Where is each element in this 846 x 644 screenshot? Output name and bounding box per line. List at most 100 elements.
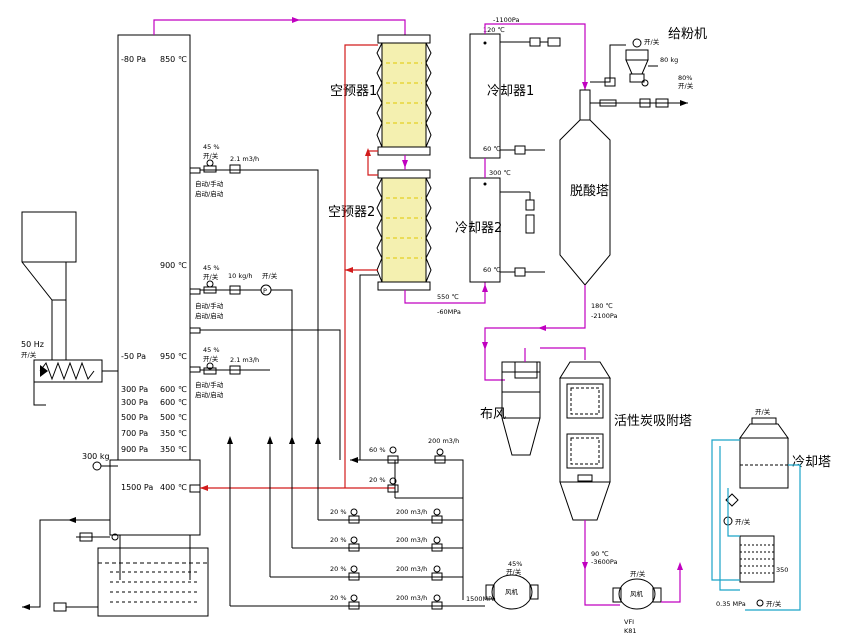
furnace-temp-6: 500 ℃ [160,413,187,422]
flow-meter-icon [433,536,441,544]
hopper-feeder: 50 Hz 开/关 [21,211,118,406]
furnace-weight: 300 kg [82,452,110,461]
inj3-mode: 开/关 [203,354,219,363]
carbon-label: 活性炭吸附塔 [614,414,692,429]
hopper-mode: 开/关 [21,350,37,359]
control-valve-icon[interactable] [350,594,358,602]
hopper-freq: 50 Hz [21,340,44,349]
air-preheater-2: 空预器2 [328,169,432,291]
carbon-out-pa: -3600Pa [591,558,618,566]
flow-meter-icon [433,508,441,516]
carbon-vfd2: K81 [624,627,637,635]
air-row: 20 % 200 m3/h [230,594,485,610]
arrow-down-icon [482,342,488,350]
cooling-top: 开/关 [755,407,771,416]
arrow-down-icon [582,562,588,570]
furnace-pressure-5: 500 Pa [121,413,148,422]
furnace-pressure-3: 300 Pa [121,385,148,394]
valve-icon[interactable] [756,599,764,607]
control-valve-icon[interactable] [350,508,358,516]
air-v1-pct: 60 % [369,446,386,454]
feeder-mode: 开/关 [644,37,660,46]
arrow-up-icon [482,284,488,292]
control-valve-icon[interactable] [350,565,358,573]
inj1-note1: 自动/手动 [195,179,224,188]
desulfur-out-pa: -2100Pa [591,312,618,320]
air-flow: 200 m3/h [428,437,459,445]
furnace-temp-8: 350 ℃ [160,445,187,454]
arrow-left-icon [538,325,546,331]
arrow-up-icon [267,436,273,444]
bag-filter: 布风 [480,347,586,456]
arrow-up-icon [289,436,295,444]
valve-icon[interactable] [514,145,526,155]
inj2-pct: 45 % [203,264,220,272]
carbon-vfd1: VFI [624,618,634,626]
inj1-mode: 开/关 [203,151,219,160]
cooling-pump: 开/关 [735,517,751,526]
control-valve-icon[interactable] [389,477,397,485]
flow-meter-icon [436,448,444,456]
svg-text:P: P [263,287,267,295]
arrow-right-icon [292,17,300,23]
air-row4-pct: 20 % [330,594,347,602]
control-valve-icon[interactable] [206,159,214,167]
feeder-kg: 80 kg [660,56,678,64]
furnace-temp-2: 900 ℃ [160,261,187,270]
air-row4-flow: 200 m3/h [396,594,427,602]
screw-icon [39,361,95,381]
carbon-fan: 开/关 [630,569,646,578]
inj3-pct: 45 % [203,346,220,354]
inj1-note2: 启动/启动 [195,189,224,198]
valve-icon[interactable] [529,37,541,47]
furnace-pressure-8: 1500 Pa [121,483,153,492]
control-valve-icon[interactable] [206,280,214,288]
inj1-pct: 45 % [203,143,220,151]
injection-line-1: 45 % 开/关 2.1 m3/h 自动/手动 启动/启动 [195,143,319,460]
inj2-note1: 自动/手动 [195,301,224,310]
desulfur-out-temp: 180 ℃ [591,302,613,310]
furnace-temp-3: 950 ℃ [160,352,187,361]
inj3-flow: 2.1 m3/h [230,356,259,364]
air-fan[interactable]: 风机 45% 开/关 1500MPa [466,560,539,610]
bag-filter-label: 布风 [480,407,506,422]
furnace-temp-9: 400 ℃ [160,483,187,492]
powder-feeder: 给粉机 开/关 80 kg 80% 开/关 [590,27,707,108]
furnace-pressure-4: 300 Pa [121,398,148,407]
valve-icon[interactable] [514,267,526,277]
control-valve-icon[interactable] [389,446,397,454]
valve-icon[interactable] [525,199,535,211]
air-row1-flow: 200 m3/h [396,508,427,516]
arrow-up-icon [315,436,321,444]
control-valve-icon[interactable] [206,362,214,370]
fan-pressure: 1500MPa [466,595,496,603]
inj3-note2: 启动/启动 [195,390,224,399]
furnace-temp-7: 350 ℃ [160,429,187,438]
inj1-flow: 2.1 m3/h [230,155,259,163]
arrow-left-icon [200,485,208,491]
air-distribution: 60 % 200 m3/h 20 % 20 % 200 m3/h 20 % [200,436,539,610]
svg-text:风机: 风机 [630,589,644,598]
motor-icon[interactable] [632,38,642,48]
air-row: 20 % 200 m3/h [292,536,463,552]
air-row: 20 % 200 m3/h [270,565,463,581]
cooling-tower: 开/关 冷却塔 350 开/关 0.35 MPa 开/关 [716,407,831,608]
arrow-up-icon [677,562,683,570]
arrow-down-icon [582,82,588,90]
air-row1-pct: 20 % [330,508,347,516]
arrow-left-icon [22,604,30,610]
cooler1-top: 120 ℃ [483,26,505,34]
air-row3-pct: 20 % [330,565,347,573]
control-valve-icon[interactable] [641,79,649,87]
arrow-up-icon [365,148,371,156]
carbon-out-temp: 90 ℃ [591,550,609,558]
feeder-pct-mode: 开/关 [678,81,694,90]
cooler2-bot: 60 ℃ [483,266,501,274]
furnace-pressure-2: -50 Pa [121,352,146,361]
furnace-temp-5: 600 ℃ [160,398,187,407]
cooler-inlet-temp: 550 ℃ [437,293,459,301]
induced-fan[interactable]: 风机 开/关 VFI K81 [612,569,662,635]
valve-icon [53,602,67,612]
control-valve-icon[interactable] [350,536,358,544]
cooler2-top: 300 ℃ [489,169,511,177]
